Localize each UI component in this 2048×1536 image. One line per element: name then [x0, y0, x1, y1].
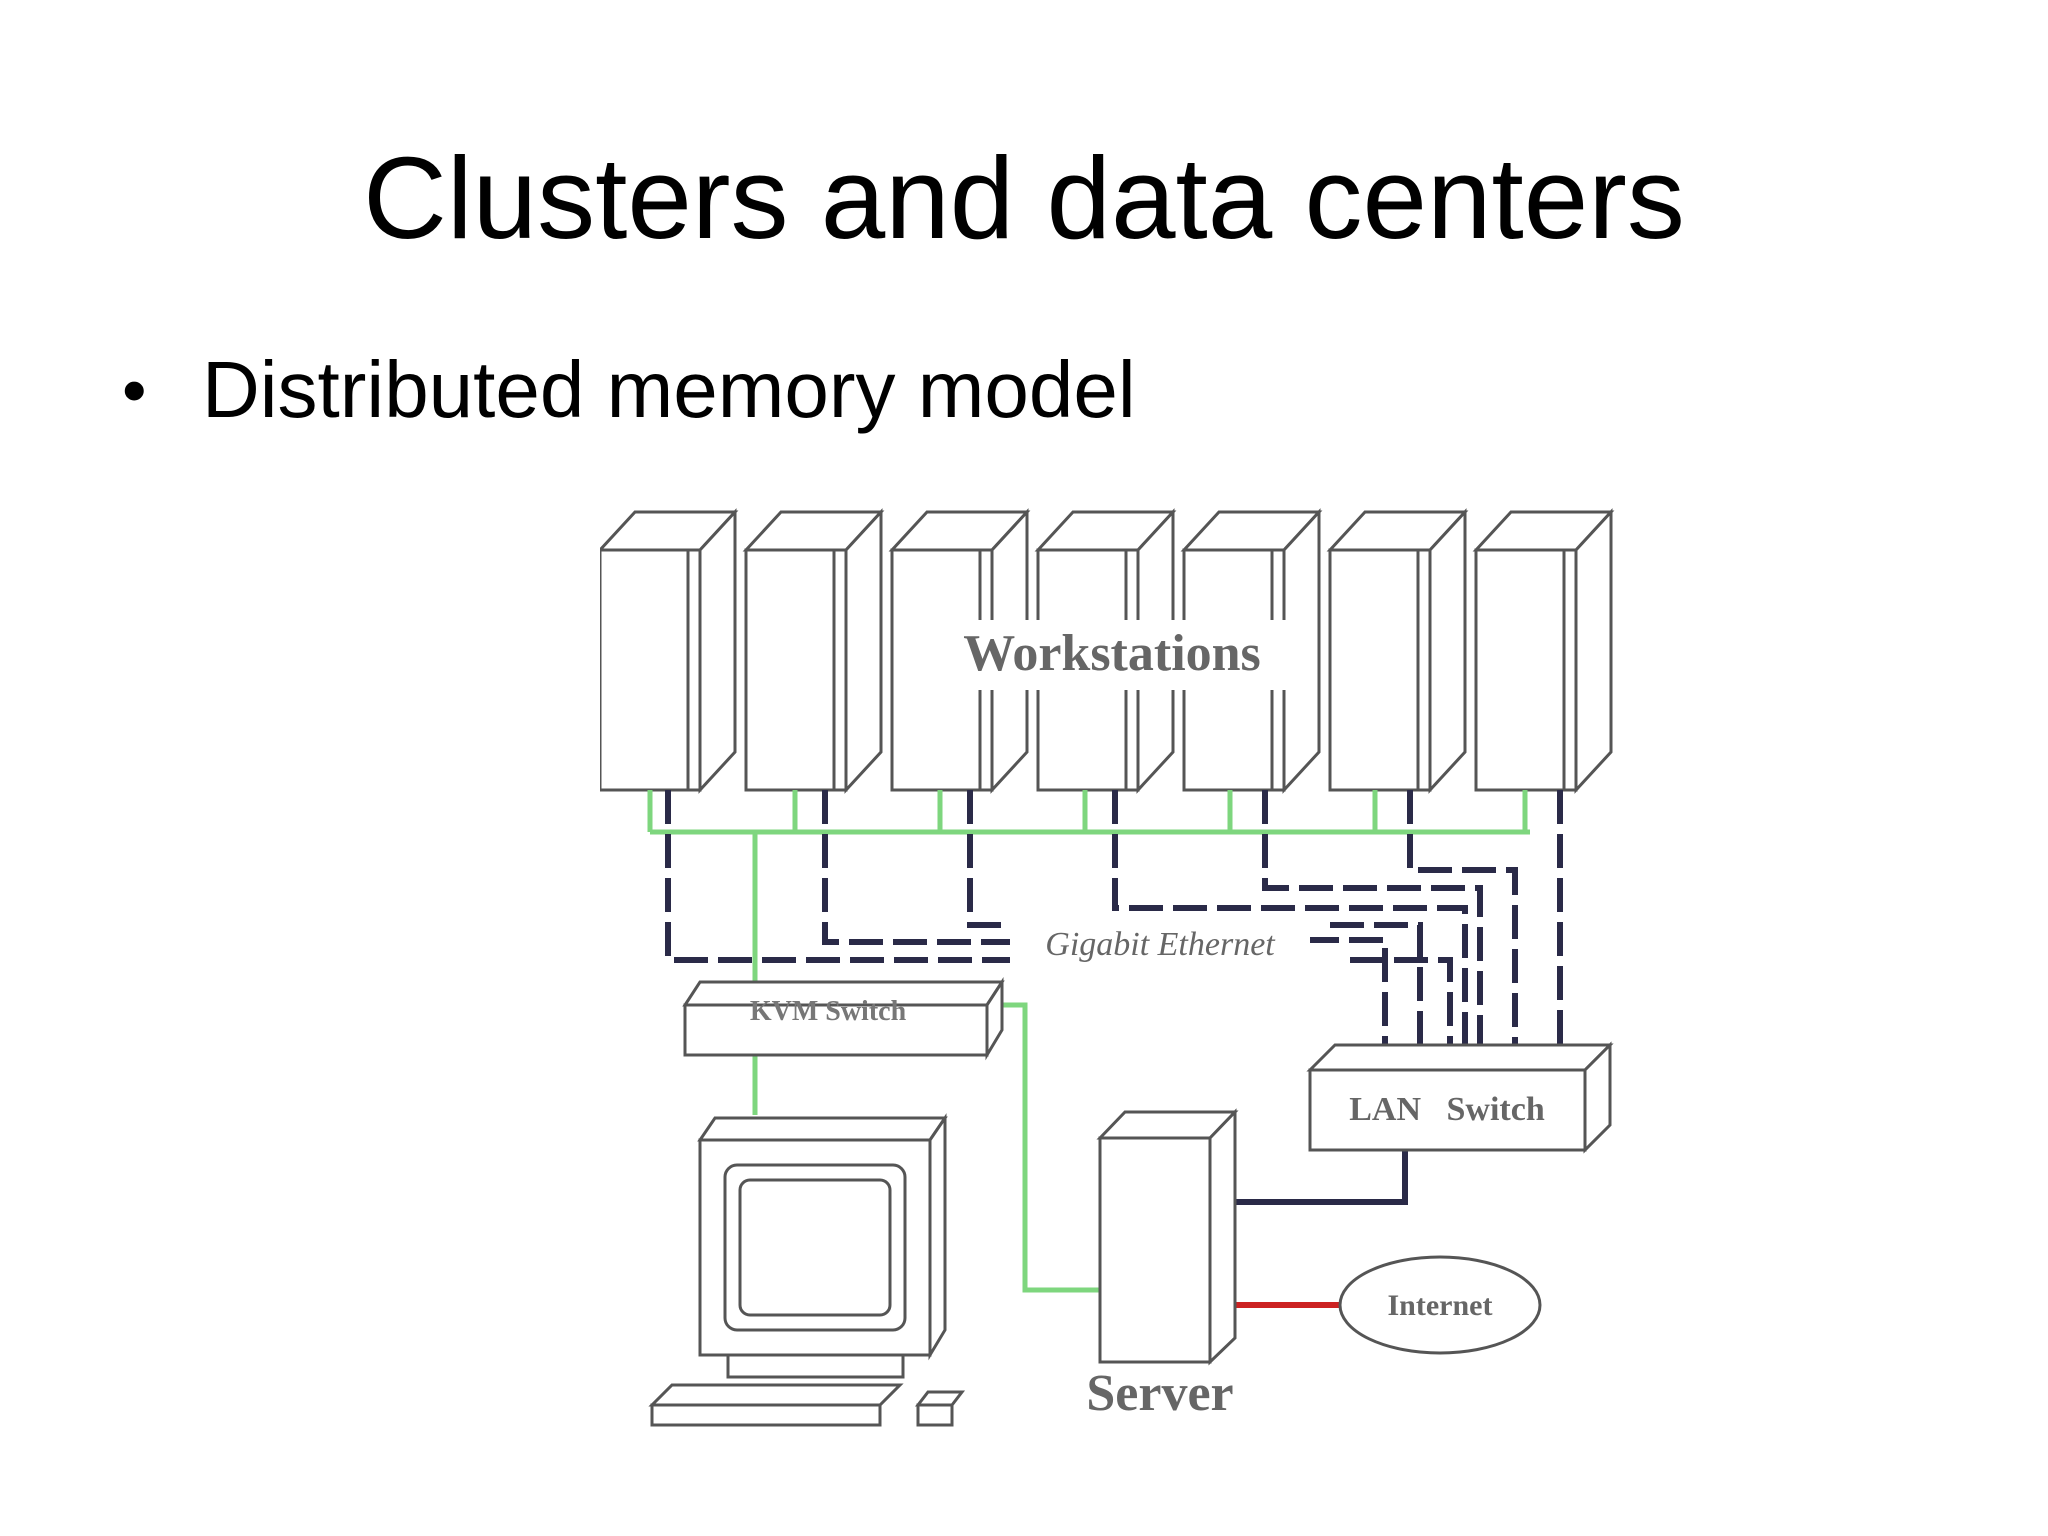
kvm-to-server [1002, 1002, 1100, 1293]
ethernet-cable-6 [1407, 790, 1518, 1045]
slide-title: Clusters and data centers [363, 133, 1685, 263]
ethernet-cables [665, 790, 1563, 1045]
lan-switch [1306, 1041, 1614, 1154]
ethernet-cable-1 [665, 790, 1020, 963]
ethernet-label-bg [1010, 918, 1310, 968]
ethernet-cable-4 [1112, 790, 1468, 1045]
ethernet-cable-2 [822, 790, 1020, 945]
ethernet-lan-c [1350, 957, 1453, 1045]
keyboard-icon [648, 1383, 904, 1427]
internet-label: Internet [1388, 1289, 1493, 1322]
cluster-diagram: Workstations Gigabit Ethernet KVM Switch… [600, 508, 1615, 1427]
bullet-dot: • [122, 351, 147, 429]
kvm-switch-label: KVM Switch [750, 996, 907, 1027]
bullet-item: • Distributed memory model [122, 340, 1136, 440]
workstation-tower-7 [1472, 508, 1615, 794]
ethernet-cable-5 [1262, 790, 1483, 1045]
workstations-label: Workstations [963, 625, 1261, 682]
server-tower [1096, 1108, 1239, 1366]
mouse-icon [914, 1390, 966, 1427]
workstation-tower-6 [1326, 508, 1469, 794]
internet-cloud [1338, 1255, 1542, 1355]
workstation-tower-1 [600, 508, 739, 794]
server-to-lan-cable [1235, 1150, 1408, 1205]
kvm-cables [647, 790, 1530, 1293]
bullet-text: Distributed memory model [202, 345, 1136, 434]
workstation-tower-2 [742, 508, 885, 794]
kvm-switch [682, 976, 1005, 1061]
server-label: Server [1086, 1365, 1233, 1422]
gigabit-ethernet-label: Gigabit Ethernet [1045, 926, 1276, 963]
ethernet-lan-b [1330, 922, 1423, 1045]
ethernet-lan-a [1305, 937, 1388, 1045]
ethernet-cable-3 [967, 790, 1020, 928]
monitor-icon [697, 1113, 948, 1379]
lan-switch-label: LAN Switch [1349, 1091, 1545, 1128]
workstations-label-bg [930, 620, 1290, 690]
